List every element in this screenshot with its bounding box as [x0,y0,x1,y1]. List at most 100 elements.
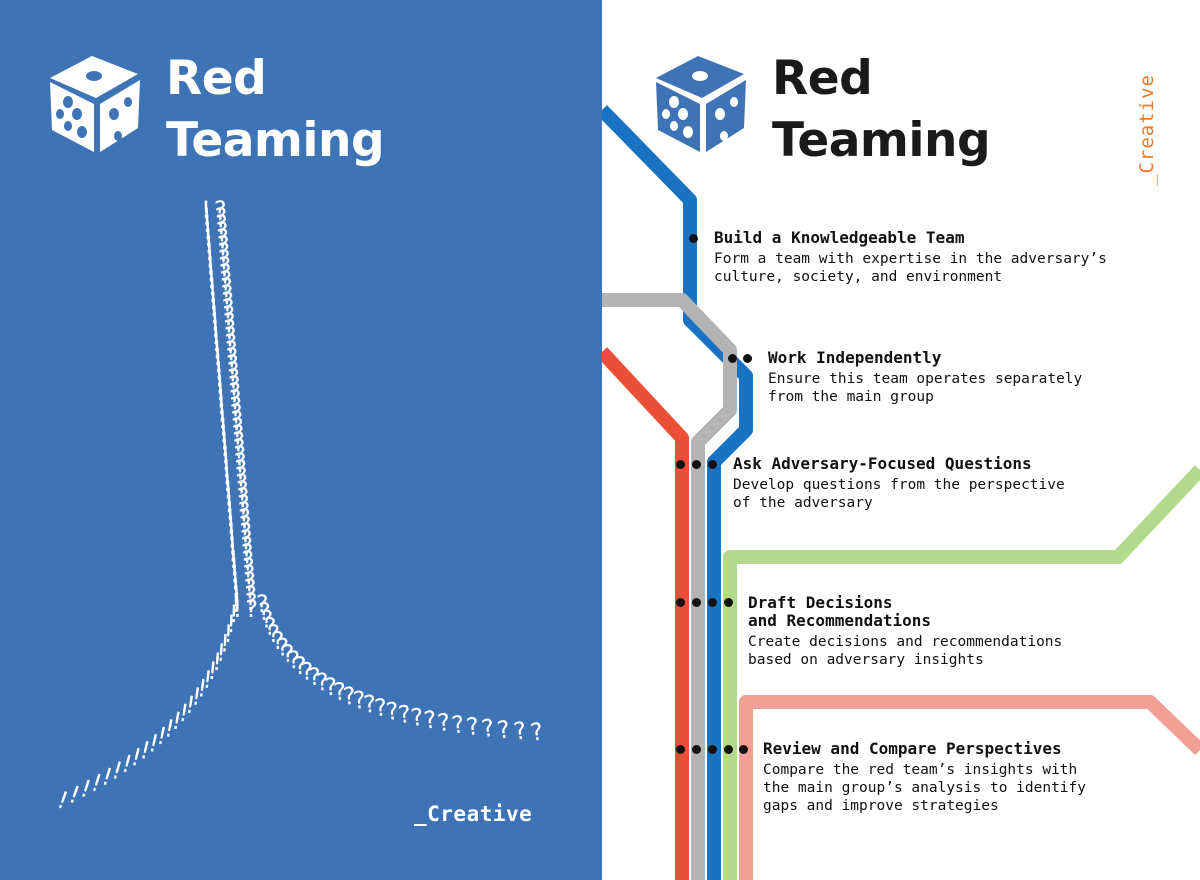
title-line-1: Red [772,51,873,106]
svg-text:?: ? [238,511,252,539]
svg-text:!: ! [209,647,226,676]
station-dot [724,598,733,607]
step-title: Build a Knowledgeable Team [714,228,965,247]
svg-text:?: ? [280,640,296,669]
svg-text:!: ! [227,560,241,588]
svg-text:!: ! [199,665,216,694]
svg-text:!: ! [222,490,236,518]
step-2: Work Independently Ensure this team oper… [768,349,1198,406]
station-dot [743,354,752,363]
svg-text:?: ? [232,441,246,469]
svg-text:?: ? [231,427,245,455]
red-line [602,347,689,880]
svg-text:?: ? [228,392,242,420]
svg-text:?: ? [233,448,247,476]
svg-text:!: ! [203,245,217,273]
svg-text:?: ? [230,413,244,441]
pink-line [739,695,1200,880]
svg-text:?: ? [395,700,413,730]
svg-text:?: ? [242,574,256,602]
svg-text:?: ? [266,620,281,648]
svg-text:?: ? [372,693,389,722]
svg-text:!: ! [217,629,233,658]
left-panel: Red Teaming !?!?!?!?!?!?!?!?!?!?!?!?!?!?… [0,0,602,880]
svg-text:?: ? [228,385,242,413]
svg-text:?: ? [236,490,250,518]
svg-text:!: ! [201,224,215,252]
svg-text:!: ! [116,749,137,780]
svg-text:?: ? [236,497,250,525]
step-3: Ask Adversary-Focused Questions Develop … [733,455,1163,512]
svg-text:!: ! [193,674,211,704]
step-title: Ask Adversary-Focused Questions [733,454,1032,473]
svg-text:?: ? [225,350,239,378]
svg-text:?: ? [478,714,497,744]
svg-text:!: ! [144,728,164,759]
step-5: Review and Compare Perspectives Compare … [763,740,1193,815]
title-line-2: Teaming [166,113,385,168]
svg-text:!: ! [207,301,221,329]
svg-text:?: ? [217,245,231,273]
svg-text:!: ! [219,448,233,476]
svg-text:?: ? [527,717,546,747]
svg-text:!: ! [216,420,230,448]
step-title: Work Independently [768,348,942,367]
svg-text:?: ? [219,273,233,301]
svg-text:!: ! [199,196,213,224]
right-panel: Red Teaming _Creative Build a Knowledgea… [602,0,1200,880]
svg-text:?: ? [240,539,254,567]
svg-text:?: ? [213,196,227,224]
svg-text:!: ! [205,280,219,308]
svg-text:!: ! [225,525,239,553]
svg-text:?: ? [435,708,453,738]
dice-icon [656,56,746,152]
svg-text:?: ? [292,652,308,681]
svg-text:!: ! [174,698,193,728]
svg-text:?: ? [270,627,285,655]
svg-text:!: ! [214,385,228,413]
svg-text:!: ! [152,721,172,751]
svg-text:?: ? [231,434,245,462]
svg-text:?: ? [222,308,236,336]
svg-text:!: ! [206,294,220,322]
station-dot [692,460,701,469]
svg-text:!: ! [221,620,237,649]
svg-text:?: ? [225,357,239,385]
svg-text:!: ! [216,413,230,441]
svg-text:!: ! [224,511,238,539]
svg-text:!: ! [202,238,216,266]
svg-text:?: ? [220,294,234,322]
svg-text:?: ? [243,581,257,609]
svg-text:?: ? [244,595,258,623]
svg-text:!: ! [220,469,234,497]
svg-text:?: ? [235,483,249,511]
svg-text:!: ! [202,231,216,259]
svg-text:?: ? [286,646,302,675]
svg-text:!: ! [217,434,231,462]
svg-text:!: ! [209,322,223,350]
svg-text:!: ! [210,336,224,364]
svg-text:?: ? [463,712,481,742]
page-title: Red Teaming [166,48,385,172]
svg-text:!: ! [226,539,240,567]
dice-icon [50,56,140,152]
svg-text:!: ! [200,217,214,245]
station-dot [676,460,685,469]
svg-text:?: ? [322,673,339,702]
svg-text:?: ? [257,598,272,626]
station-dot [708,598,717,607]
svg-text:!: ! [228,567,242,595]
svg-text:?: ? [221,301,235,329]
svg-text:!: ! [181,690,200,720]
svg-text:?: ? [223,329,237,357]
svg-text:?: ? [408,703,426,733]
station-dot [692,598,701,607]
svg-text:?: ? [219,280,233,308]
svg-text:?: ? [262,613,277,641]
svg-text:?: ? [240,546,254,574]
svg-text:!: ! [212,364,226,392]
